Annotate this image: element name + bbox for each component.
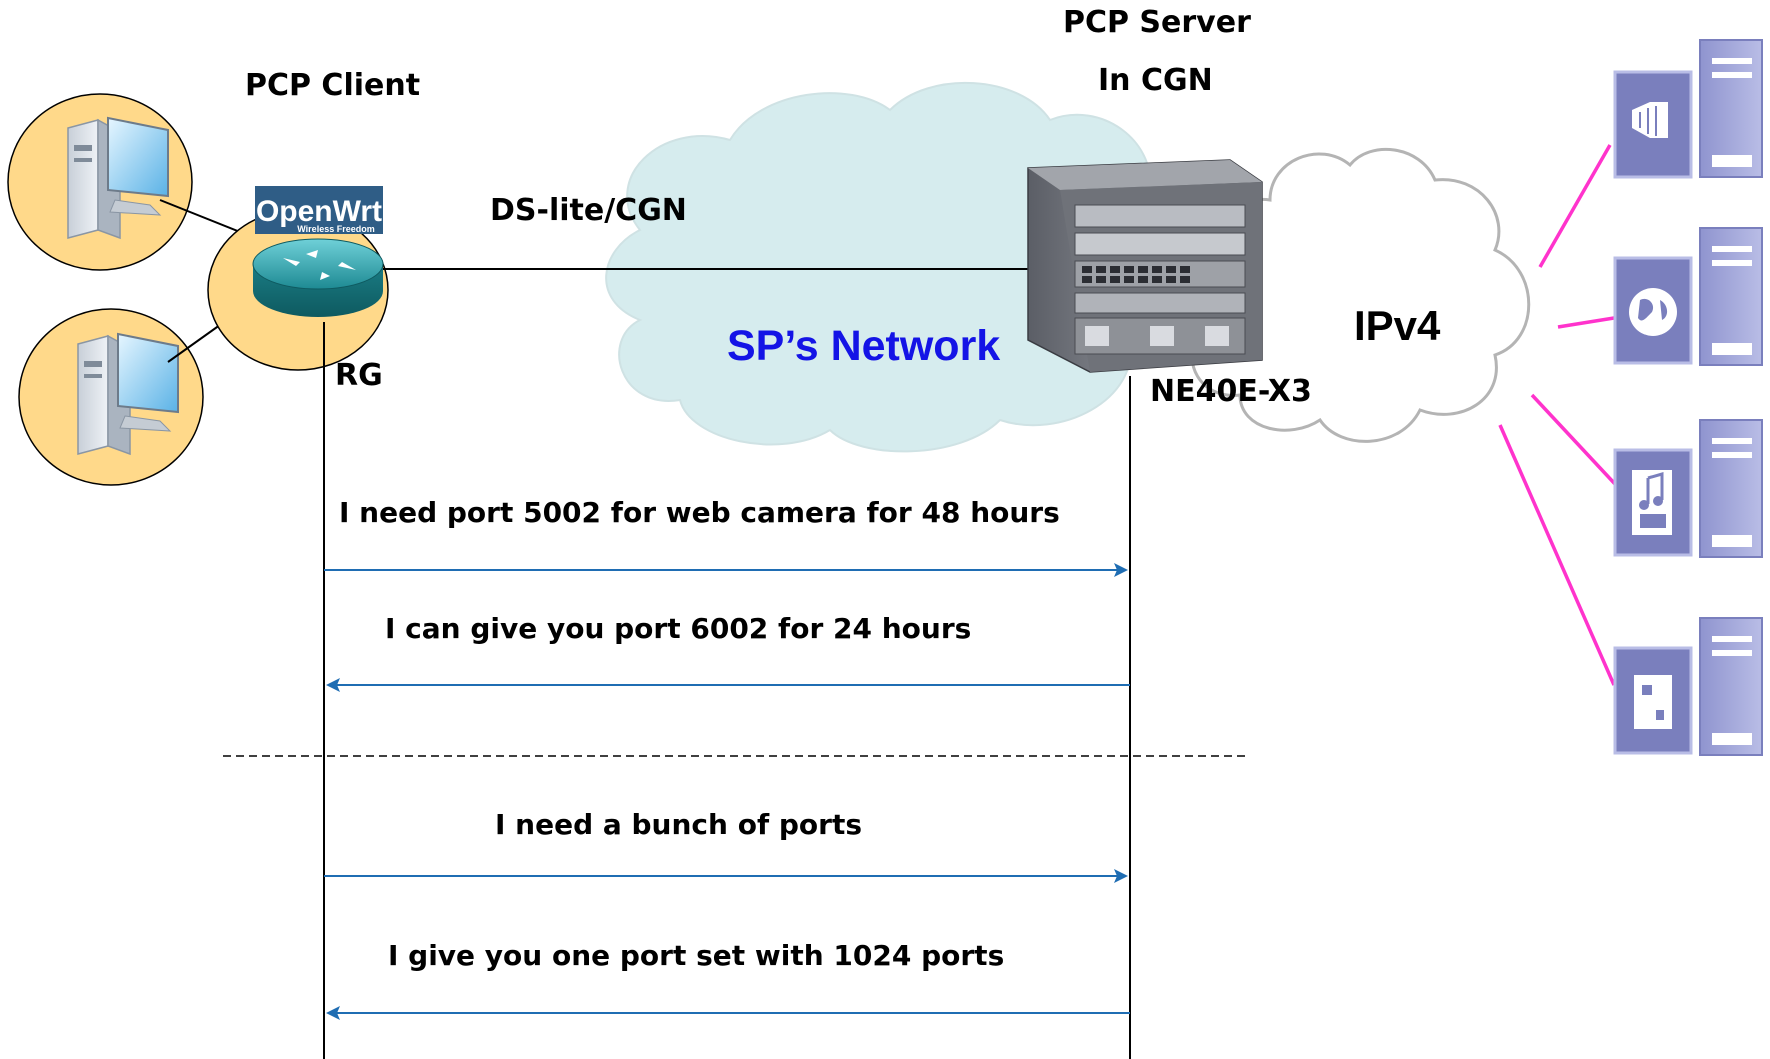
link-video-server	[1538, 144, 1612, 268]
link-web-server	[1557, 316, 1615, 329]
server-links	[1498, 144, 1617, 686]
video-server-icon	[1632, 102, 1668, 138]
server-generic	[1613, 617, 1763, 756]
openwrt-tagline: Wireless Freedom	[297, 224, 374, 234]
ds-lite-label: DS-lite/CGN	[490, 193, 687, 228]
client-pc-top	[7, 93, 193, 271]
pcp-server-cgn-label: In CGN	[1098, 63, 1213, 98]
generic-server-icon	[1634, 675, 1672, 729]
music-server-icon	[1632, 470, 1672, 535]
openwrt-logo-text: OpenWrt	[256, 195, 382, 228]
pc-icon	[67, 116, 169, 240]
link-generic-server	[1498, 424, 1616, 686]
pcp-server-label: PCP Server	[1063, 5, 1251, 40]
link-music-server	[1530, 393, 1617, 486]
pc-icon	[77, 332, 179, 456]
message-label-3: I need a bunch of ports	[495, 808, 862, 841]
server-video	[1613, 39, 1763, 179]
message-label-4: I give you one port set with 1024 ports	[388, 939, 1004, 972]
rg-label: RG	[335, 358, 383, 393]
message-label-1: I need port 5002 for web camera for 48 h…	[339, 496, 1060, 529]
ne40e-label: NE40E-X3	[1150, 374, 1312, 409]
router-icon	[252, 238, 384, 318]
pcp-client-label: PCP Client	[245, 68, 420, 103]
sp-network-label: SP’s Network	[727, 322, 1000, 370]
client-pc-bottom	[18, 308, 204, 486]
server-music	[1613, 419, 1763, 558]
ne40e-router-icon	[1027, 159, 1263, 373]
openwrt-logo: OpenWrt Wireless Freedom	[255, 186, 383, 234]
ipv4-label: IPv4	[1354, 302, 1441, 349]
server-web	[1613, 227, 1763, 366]
message-label-2: I can give you port 6002 for 24 hours	[385, 612, 971, 645]
web-server-icon	[1629, 288, 1677, 336]
